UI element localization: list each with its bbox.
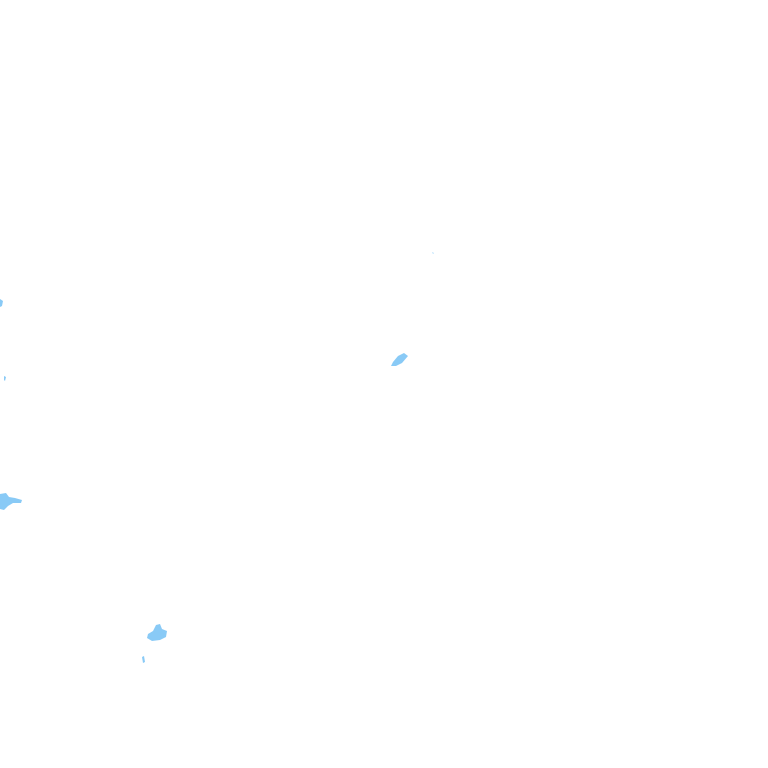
water-patch-center-speck: [432, 252, 434, 254]
water-patch-left-top: [0, 299, 3, 307]
water-patch-lower-left: [147, 624, 167, 641]
water-patch-left-dot: [4, 376, 6, 381]
water-patch-lower-sliver: [142, 656, 145, 663]
water-patch-left-mid: [0, 493, 22, 510]
water-patch-center: [391, 353, 408, 366]
